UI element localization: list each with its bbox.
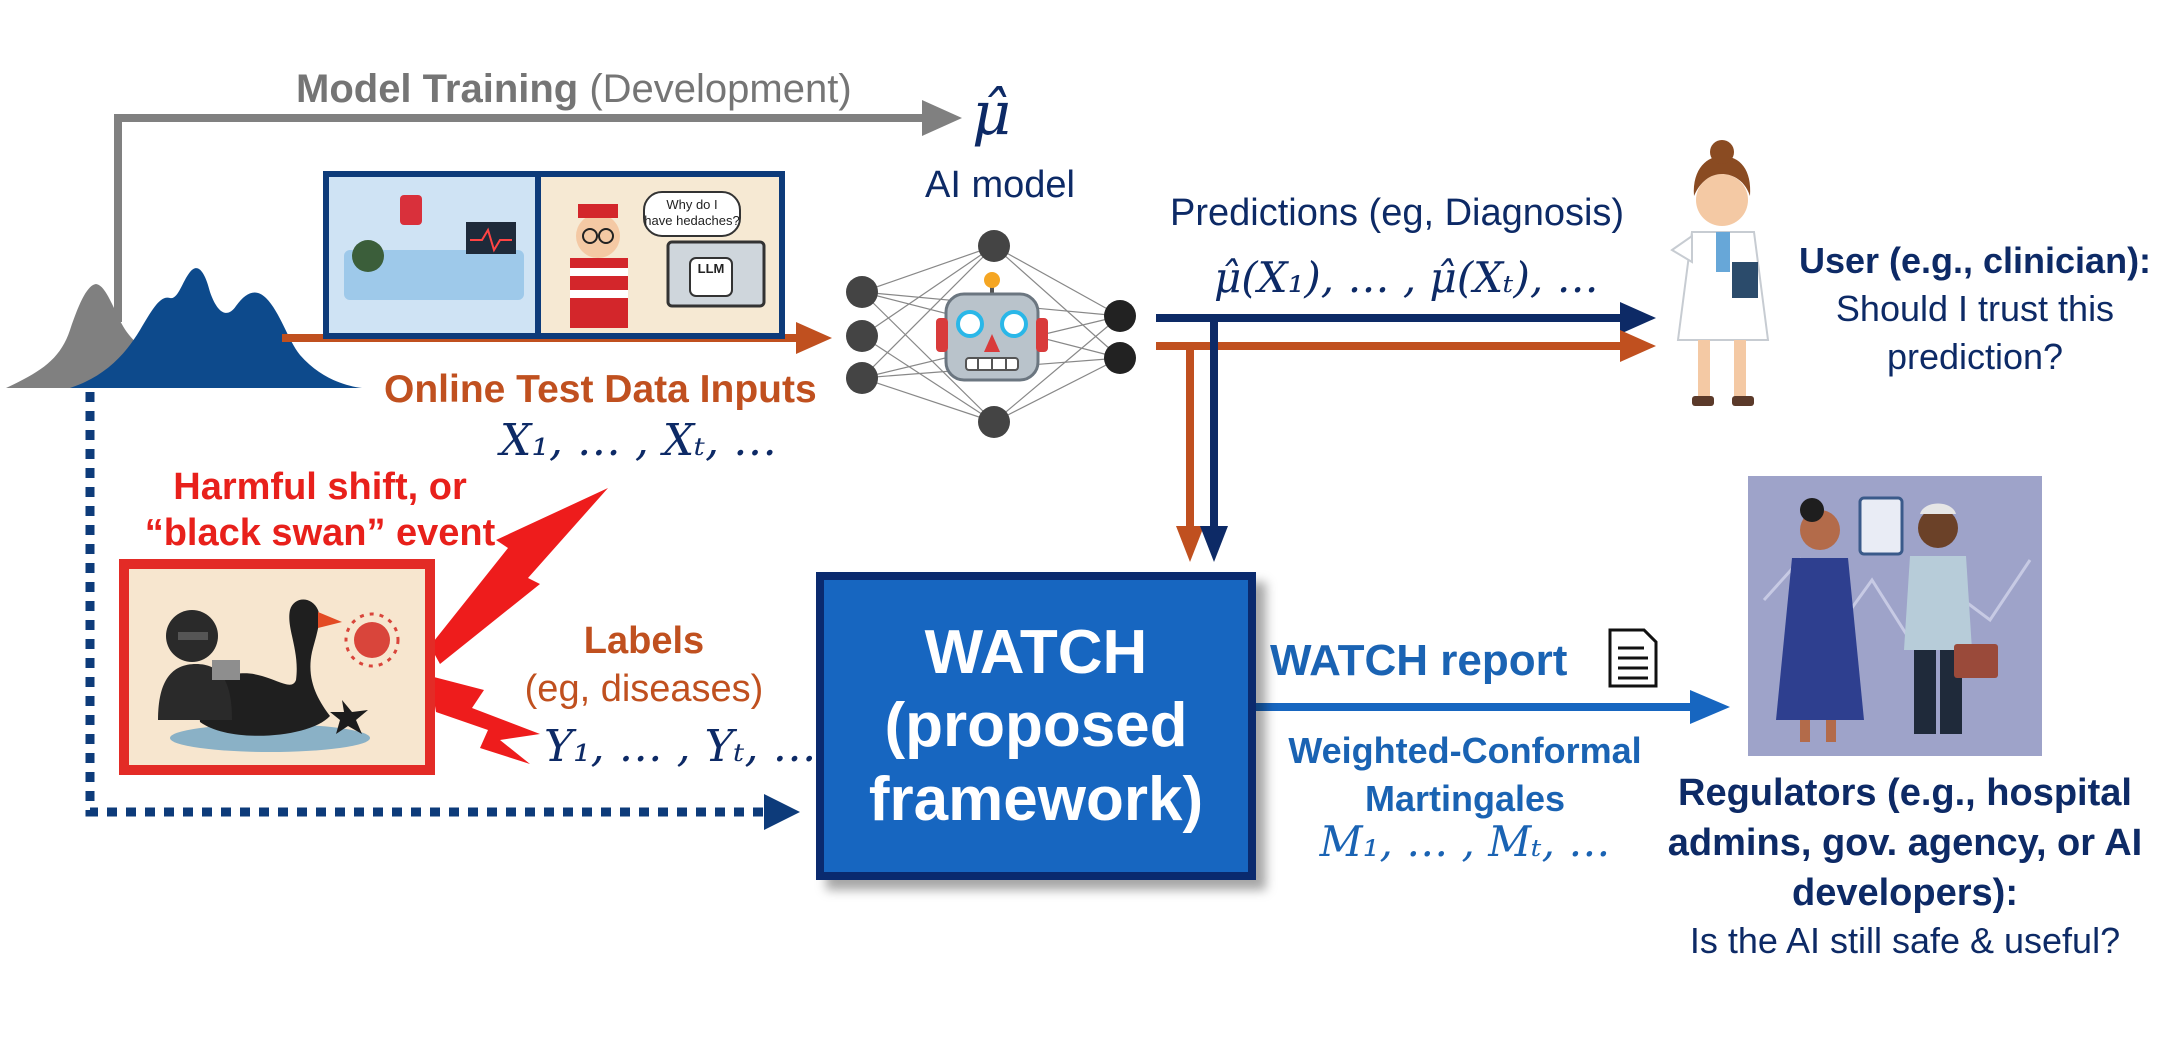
- shift-line2: “black swan” event: [144, 512, 496, 554]
- watch-line3: framework): [868, 764, 1204, 834]
- network-nodes: [846, 230, 1136, 438]
- labels-subtitle: (eg, diseases): [524, 668, 764, 710]
- user-title: User (e.g., clinician):: [1798, 240, 2152, 281]
- labels-math: Y₁, … , Yₜ, …: [544, 721, 817, 772]
- inputs-math: X₁, … , Xₜ, …: [500, 415, 778, 466]
- label-dotted-arrow: [85, 392, 768, 817]
- predictions-math: μ̂(X₁), … , μ̂(Xₜ), …: [1214, 253, 1599, 302]
- lightning-bolt-upper: [430, 488, 608, 664]
- training-label: Model Training (Development): [296, 66, 852, 112]
- model-symbol: μ̂: [972, 79, 1011, 149]
- report-math: M₁, … , Mₜ, …: [1319, 817, 1611, 866]
- user-question-line1: Should I trust this: [1835, 288, 2115, 329]
- model-label: AI model: [925, 164, 1075, 206]
- prediction-arrowhead-orange: [1620, 330, 1656, 362]
- speech-bubble-line2: have hedaches?: [644, 213, 740, 228]
- laptop-llm-text: LLM: [697, 261, 725, 276]
- lightning-bolt-lower: [430, 676, 540, 764]
- gray-distribution: [6, 284, 250, 388]
- watch-line1: WATCH: [924, 618, 1148, 688]
- report-label: WATCH report: [1270, 636, 1568, 685]
- input-arrowhead: [796, 322, 832, 354]
- regulators-line2: admins, gov. agency, or AI: [1667, 822, 2143, 864]
- regulators-image: [1748, 476, 2042, 756]
- training-arrowhead: [922, 100, 962, 136]
- down-arrowhead-orange: [1176, 526, 1204, 562]
- label-dotted-arrowhead: [764, 794, 800, 830]
- report-arrowhead: [1690, 690, 1730, 724]
- training-arrow: [114, 114, 930, 322]
- regulators-line1: Regulators (e.g., hospital: [1678, 772, 2132, 814]
- down-arrowhead-navy: [1200, 526, 1228, 562]
- report-method-line1: Weighted-Conformal: [1288, 730, 1642, 771]
- watch-line2: (proposed: [884, 691, 1188, 761]
- report-method-line2: Martingales: [1364, 778, 1566, 819]
- user-question-line2: prediction?: [1886, 336, 2064, 377]
- clinician-image: [1670, 140, 1770, 406]
- robot-icon: [936, 272, 1048, 382]
- shift-line1: Harmful shift, or: [173, 466, 467, 508]
- training-label-rest: (Development): [578, 67, 852, 111]
- training-label-bold: Model Training: [296, 67, 579, 111]
- speech-bubble-line1: Why do I: [666, 197, 718, 212]
- test-data-image: [323, 171, 785, 339]
- predictions-label: Predictions (eg, Diagnosis): [1170, 192, 1625, 234]
- inputs-label: Online Test Data Inputs: [384, 368, 817, 411]
- black-swan-image: [119, 559, 435, 775]
- blue-distribution: [70, 268, 362, 388]
- regulators-line3: developers):: [1792, 872, 2018, 914]
- report-document-icon: [1608, 628, 1658, 688]
- watch-box: WATCH (proposed framework): [816, 572, 1256, 880]
- prediction-arrowhead-navy: [1620, 302, 1656, 334]
- regulators-question: Is the AI still safe & useful?: [1689, 920, 2121, 961]
- labels-title: Labels: [583, 620, 705, 662]
